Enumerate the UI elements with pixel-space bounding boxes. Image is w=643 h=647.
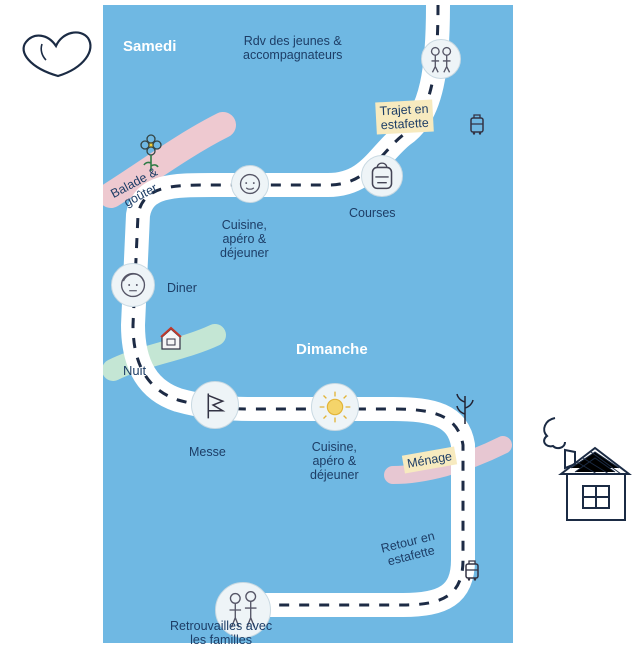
road-path [103, 5, 512, 617]
step-nuit-label: Nuit [123, 363, 147, 378]
day-sunday: Dimanche [296, 341, 368, 358]
flower-icon [140, 134, 162, 171]
house-icon [160, 326, 182, 350]
children-icon [421, 39, 461, 79]
luggage-icon [465, 560, 479, 581]
house-icon [543, 417, 632, 521]
luggage-icon [470, 114, 484, 135]
step-cuisine1-label: Cuisine, apéro & déjeuner [220, 218, 269, 260]
sun-icon [311, 383, 359, 431]
face-icon [231, 165, 269, 203]
leaf-icon [456, 393, 474, 424]
heart-note [0, 12, 116, 90]
day-saturday: Samedi [123, 38, 177, 55]
face-icon [111, 263, 155, 307]
step-cuisine2-label: Cuisine, apéro & déjeuner [310, 440, 359, 482]
step-trajet-label: Trajet en estafette [375, 99, 434, 135]
children-icon [215, 582, 271, 638]
step-messe-label: Messe [189, 445, 226, 459]
step-rdv-label: Rdv des jeunes & accompagnateurs [243, 34, 343, 62]
flag-icon [191, 381, 239, 429]
step-courses-label: Courses [349, 206, 396, 220]
step-diner-label: Diner [167, 281, 197, 295]
heart-icon [22, 31, 92, 78]
program-panel: Samedi Dimanche Rdv des jeunes & accompa… [103, 5, 513, 647]
backpack-icon [361, 155, 403, 197]
